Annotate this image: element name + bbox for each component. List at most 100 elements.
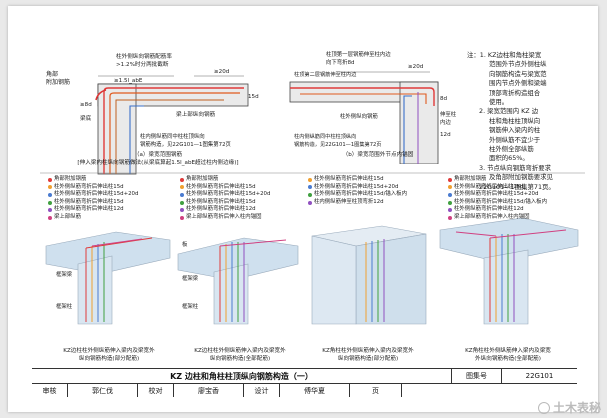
legend-swatch-icon <box>308 192 312 197</box>
label-ratio: 柱外侧纵向钢筋配筋率 <box>116 52 172 60</box>
caption-3d-3b: 纵向钢筋构造(部分配筋) <box>337 356 399 362</box>
label-frame-col-1: 框架柱 <box>56 302 73 310</box>
label-col-inner-b-2: 钢筋构造，见22G101—1图集第72页 <box>294 140 382 148</box>
label-col-inner-b: 柱内侧纵筋同中柱柱顶纵向 <box>294 132 356 140</box>
label-col-inner-2: 钢筋构造，见22G101—1图集第72页 <box>140 140 232 148</box>
legend-item: 柱外侧纵筋弯折后伸出柱15d <box>180 199 270 207</box>
legend-swatch-icon <box>308 177 312 182</box>
label-corner-bar-2: 附加钢筋 <box>46 78 70 86</box>
legend-item: 梁上部纵筋弯折后伸入柱内锚固 <box>448 214 547 222</box>
design-label: 设计 <box>244 384 280 397</box>
legend-swatch-icon <box>180 185 184 190</box>
label-8d: ≥8d <box>80 102 92 108</box>
legend-swatch-icon <box>48 192 52 197</box>
legend-text: 柱外侧纵筋弯折后伸出柱15d/锚入板内 <box>454 198 547 205</box>
legend-swatch-icon <box>448 185 452 190</box>
note-line: 向钢筋构造与梁宽范 <box>489 69 547 78</box>
label-frame-beam-2: 框架梁 <box>182 274 199 282</box>
legend-item: 柱内侧纵筋伸至柱顶弯折12d <box>308 199 407 207</box>
legend-swatch-icon <box>180 215 184 220</box>
review-label: 审核 <box>32 384 68 397</box>
legend-item: 柱外侧纵筋弯折后伸出柱15d+20d <box>308 184 407 192</box>
legend-text: 柱外侧纵筋弯折后伸出柱15d+20d <box>454 191 539 198</box>
legend-swatch-icon <box>48 185 52 190</box>
caption-3d-4b: 外纵向钢筋构造(全部配筋) <box>475 356 541 362</box>
legend-text: 角部附加钢筋 <box>54 176 87 182</box>
label-len-2: ≥20d <box>214 69 230 75</box>
watermark-text: 土木表秘 <box>552 401 601 415</box>
label-outer-bar: 柱顶第一层钢筋伸至柱内边 <box>326 50 391 58</box>
caption-3d-2b: 纵向钢筋构造(全部配筋) <box>209 356 271 362</box>
legend-item: 柱外侧纵筋弯折后伸出柱15d/锚入板内 <box>308 191 407 199</box>
check-label: 校对 <box>138 384 174 397</box>
note-line: 范围外节点外侧柱纵 <box>489 60 547 69</box>
legend-swatch-icon <box>48 215 52 220</box>
legend-swatch-icon <box>308 200 312 205</box>
legend-item: 柱外侧纵筋弯折后伸出柱12d <box>180 206 270 214</box>
note-line: 使用。 <box>489 98 509 107</box>
label-beam-edge: 梁底 <box>80 114 92 122</box>
watermark: 土木表秘 <box>537 399 601 416</box>
design-name: 傅华夏 <box>280 384 350 397</box>
legend-item: 柱外侧纵筋弯折后伸出柱15d <box>308 176 407 184</box>
legend-text: 梁上部纵筋 <box>54 213 81 220</box>
note-line: 2. 梁宽范围内 KZ 边 <box>479 107 539 116</box>
legend-text: 角部附加钢筋 <box>454 176 487 182</box>
review-name: 郭仁伐 <box>68 384 138 397</box>
label-12d: 12d <box>440 132 451 138</box>
caption-b: （b）梁宽范围外节点内锚固 <box>342 152 414 158</box>
legend-swatch-icon <box>448 215 452 220</box>
label-beam-top: 梁上部纵向钢筋 <box>176 110 216 118</box>
legend-text: 柱外侧纵筋弯折后伸出柱15d <box>454 183 524 190</box>
legend-item: 柱外侧纵筋弯折后伸出柱15d+20d <box>48 191 138 199</box>
legend-swatch-icon <box>448 200 452 205</box>
legend-swatch-icon <box>180 200 184 205</box>
legend-swatch-icon <box>448 208 452 213</box>
legend-item: 柱外侧纵筋弯折后伸出柱12d <box>448 206 547 214</box>
legend-item: 角部附加钢筋 <box>448 176 547 184</box>
label-ratio-2: >1.2%时分两批截断 <box>116 60 169 68</box>
watermark-logo-icon <box>537 401 550 414</box>
legend-item: 柱外侧纵筋弯折后伸出柱15d+20d <box>448 191 547 199</box>
legend-swatch-icon <box>180 208 184 213</box>
label-len-1: ≥1.5l_abE <box>114 78 143 84</box>
note-line: 注：1. KZ边柱和角柱梁宽 <box>467 51 542 59</box>
legend-item: 角部附加钢筋 <box>48 176 138 184</box>
label-15d: 15d <box>248 94 259 100</box>
note-line: 面积的65%。 <box>489 154 529 163</box>
legend-item: 梁上部纵筋弯折后伸入柱内锚固 <box>180 214 270 222</box>
label-frame-col-2: 框架柱 <box>182 302 199 310</box>
legend-text: 柱外侧纵筋弯折后伸出柱15d+20d <box>54 191 139 198</box>
note-line: 3. 节点纵向钢筋弯折要求 <box>479 163 552 172</box>
title-block: KZ 边柱和角柱柱顶纵向钢筋构造（一） 图集号 22G101 审核 郭仁伐 校对… <box>32 368 577 397</box>
legend-text: 梁上部纵筋弯折后伸入柱内锚固 <box>454 213 530 220</box>
legend-swatch-icon <box>180 192 184 197</box>
note-line: 外侧纵筋不宜少于 <box>489 135 541 144</box>
drawing-sheet: 角部 附加钢筋 柱外侧纵向钢筋配筋率 >1.2%时分两批截断 ≥1.5l_abE… <box>8 6 598 412</box>
legend-swatch-icon <box>48 200 52 205</box>
legend-swatch-icon <box>48 208 52 213</box>
note-line: 围内节点外侧和梁端 <box>489 79 547 88</box>
legend-text: 柱外侧纵筋弯折后伸出柱15d <box>186 183 256 190</box>
legend-text: 柱外侧纵筋弯折后伸出柱12d <box>54 206 124 213</box>
legend-text: 柱外侧纵筋弯折后伸出柱12d <box>454 206 524 213</box>
notes-box: 注：1. KZ边柱和角柱梁宽范围外节点外侧柱纵向钢筋构造与梁宽范围内节点外侧和梁… <box>463 48 579 191</box>
label-corner-bar: 角部 <box>46 70 58 78</box>
note-line: 22G101—1图集第71页。 <box>479 182 555 191</box>
legend-text: 梁上部纵筋弯折后伸入柱内锚固 <box>186 213 262 220</box>
atlas-number: 22G101 <box>525 372 554 381</box>
legend-swatch-icon <box>180 177 184 182</box>
model-panel-4 <box>439 217 579 325</box>
model-panel-1: 框架梁 框架柱 <box>45 231 171 325</box>
atlas-label: 图集号 <box>452 369 502 384</box>
detail-a-drawing: 角部 附加钢筋 柱外侧纵向钢筋配筋率 >1.2%时分两批截断 ≥1.5l_abE… <box>46 52 259 175</box>
legend-text: 柱外侧纵筋弯折后伸出柱15d <box>54 198 124 205</box>
legend-item: 柱外侧纵筋弯折后伸出柱15d <box>48 199 138 207</box>
legend-item: 柱外侧纵筋弯折后伸出柱15d <box>48 184 138 192</box>
caption-a: （a）梁宽范围钢筋 <box>133 152 183 158</box>
note-line: 及角部附加钢筋要求见 <box>489 173 553 182</box>
caption-3d-4: KZ角柱柱外侧纵筋伸入梁内及梁宽 <box>465 348 551 354</box>
legend-swatch-icon <box>448 177 452 182</box>
